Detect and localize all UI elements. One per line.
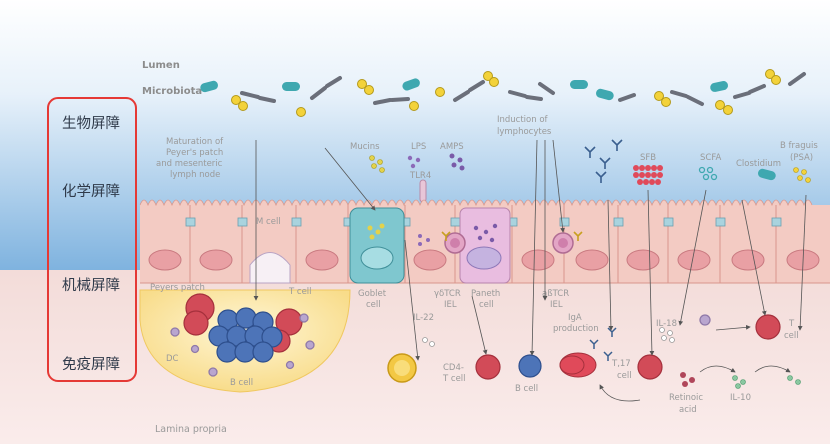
maturation-line-3: and mesenteric: [156, 159, 223, 169]
m-cell-label: M cell: [256, 217, 281, 227]
induction-line-2: lymphocytes: [497, 127, 552, 137]
ab-tcr-line-2: IEL: [550, 300, 563, 310]
chemical-molecules: [369, 139, 811, 203]
retinoic-line-1: Retinoic: [669, 393, 703, 403]
mucins-label: Mucins: [350, 142, 380, 152]
ab-tcr-line-1: aßTCR: [542, 289, 569, 299]
microbiota-band: [200, 69, 806, 117]
maturation-line-4: lymph node: [170, 170, 220, 180]
b-cell-label: B cell: [515, 384, 538, 394]
paneth-line-2: cell: [479, 300, 494, 310]
th17-line-2: cell: [617, 371, 632, 381]
scfa-label: SCFA: [700, 153, 721, 163]
peyers-patch: [139, 289, 351, 393]
amps-label: AMPS: [440, 142, 464, 152]
peyers-b-cell-label: B cell: [230, 378, 253, 388]
goblet-line-2: cell: [366, 300, 381, 310]
b-fraguis-line-2: (PSA): [790, 153, 813, 163]
paneth-line-1: Paneth: [471, 289, 500, 299]
pathway-arrows: [253, 139, 807, 402]
peyers-patch-label: Peyers patch: [150, 283, 205, 293]
iga-line-2: production: [553, 324, 599, 334]
right-t-cell-line-1: T: [788, 319, 795, 329]
maturation-line-1: Maturation of: [166, 137, 224, 147]
gd-tcr-line-1: γδTCR: [434, 289, 461, 299]
tlr4-label: TLR4: [409, 171, 431, 181]
il10-label: IL-10: [730, 393, 751, 403]
lps-label: LPS: [411, 142, 426, 152]
immune-barrier-label: 免疫屏障: [62, 355, 120, 373]
biological-barrier-label: 生物屏障: [62, 114, 120, 132]
mechanical-barrier-label: 机械屏障: [62, 276, 120, 294]
epithelium: [139, 199, 830, 284]
il22-label: IL-22: [413, 313, 434, 323]
chemical-barrier-label: 化学屏障: [62, 182, 120, 200]
goblet-line-1: Goblet: [358, 289, 387, 299]
induction-line-1: Induction of: [497, 115, 549, 125]
microbiota-label: Microbiota: [142, 86, 202, 97]
cd4-line-2: T cell: [442, 374, 466, 384]
cd4-line-1: CD4-: [443, 363, 464, 373]
clostidium-label: Clostidium: [736, 159, 781, 169]
maturation-line-2: Peyer's patch: [166, 148, 223, 158]
lamina-immune-cells: [387, 314, 801, 389]
chemical-labels: Maturation of Peyer's patch and mesenter…: [156, 115, 818, 181]
lumen-label: Lumen: [142, 60, 180, 71]
dc-label: DC: [166, 354, 179, 364]
retinoic-line-2: acid: [679, 405, 697, 415]
il18-label: IL-18: [656, 319, 677, 329]
lamina-background: [0, 270, 830, 444]
barrier-box: [47, 97, 137, 382]
th17-line-1: T,17: [611, 359, 631, 369]
right-t-cell-line-2: cell: [784, 331, 799, 341]
gd-tcr-line-2: IEL: [444, 300, 457, 310]
sfb-label: SFB: [640, 153, 656, 163]
lamina-propria-label: Lamina propria: [155, 424, 227, 435]
iga-line-1: IgA: [568, 313, 582, 323]
peyers-t-cell-label: T cell: [288, 287, 312, 297]
b-fraguis-line-1: B fraguis: [780, 141, 818, 151]
